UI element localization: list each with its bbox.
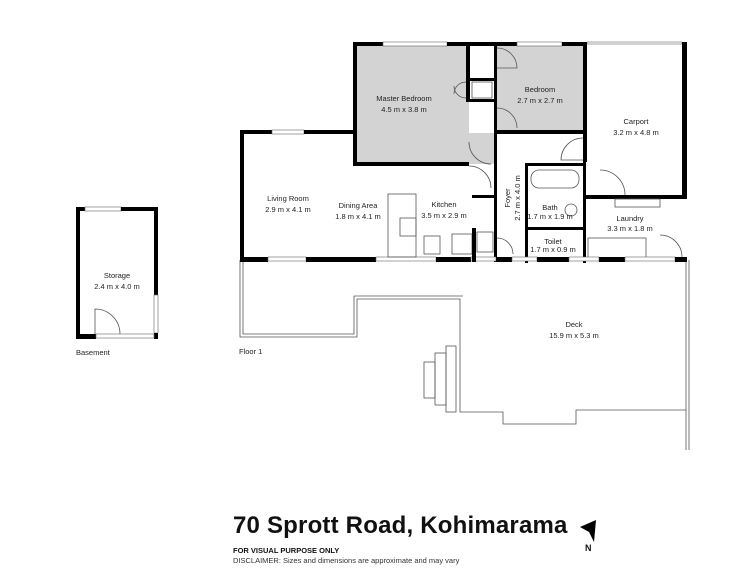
bedroom-size: 2.7 m x 2.7 m — [517, 96, 562, 105]
storage-size: 2.4 m x 4.0 m — [94, 282, 139, 291]
bath-label: Bath — [542, 203, 557, 212]
deck-label: Deck — [565, 320, 582, 329]
toilet-size: 1.7 m x 0.9 m — [530, 245, 575, 254]
kitchen-label: Kitchen — [431, 200, 456, 209]
storage-room: Storage 2.4 m x 4.0 m — [76, 206, 159, 339]
deck-size: 15.9 m x 5.3 m — [549, 331, 599, 340]
living-room-label: Living Room — [267, 194, 309, 203]
deck: Deck 15.9 m x 5.3 m — [239, 260, 690, 450]
carport-label: Carport — [623, 117, 649, 126]
bedroom-fill — [497, 45, 585, 133]
disclaimer-text: DISCLAIMER: Sizes and dimensions are app… — [233, 556, 460, 565]
toilet-label: Toilet — [544, 237, 562, 246]
foyer-label: Foyer — [503, 188, 512, 208]
north-arrow-icon — [580, 520, 596, 542]
foyer-size: 2.7 m x 4.0 m — [513, 175, 522, 220]
dining-area-size: 1.8 m x 4.1 m — [335, 212, 380, 221]
living-room-size: 2.9 m x 4.1 m — [265, 205, 310, 214]
main-walls — [240, 41, 687, 263]
laundry-size: 3.3 m x 1.8 m — [607, 224, 652, 233]
north-label: N — [585, 543, 592, 553]
master-bedroom-size: 4.5 m x 3.8 m — [381, 105, 426, 114]
bedroom-label: Bedroom — [525, 85, 555, 94]
floor1-label: Floor 1 — [239, 347, 262, 356]
visual-purpose-note: FOR VISUAL PURPOSE ONLY — [233, 546, 340, 555]
laundry-label: Laundry — [616, 214, 643, 223]
master-bedroom-label: Master Bedroom — [376, 94, 431, 103]
bath-size: 1.7 m x 1.9 m — [527, 212, 572, 221]
property-address-title: 70 Sprott Road, Kohimarama — [233, 512, 568, 539]
dining-area-label: Dining Area — [339, 201, 379, 210]
carport-size: 3.2 m x 4.8 m — [613, 128, 658, 137]
master-bedroom-fill — [357, 45, 469, 164]
storage-label: Storage — [104, 271, 130, 280]
kitchen-size: 3.5 m x 2.9 m — [421, 211, 466, 220]
basement-label: Basement — [76, 348, 111, 357]
foyer-label-group: Foyer 2.7 m x 4.0 m — [503, 175, 522, 220]
